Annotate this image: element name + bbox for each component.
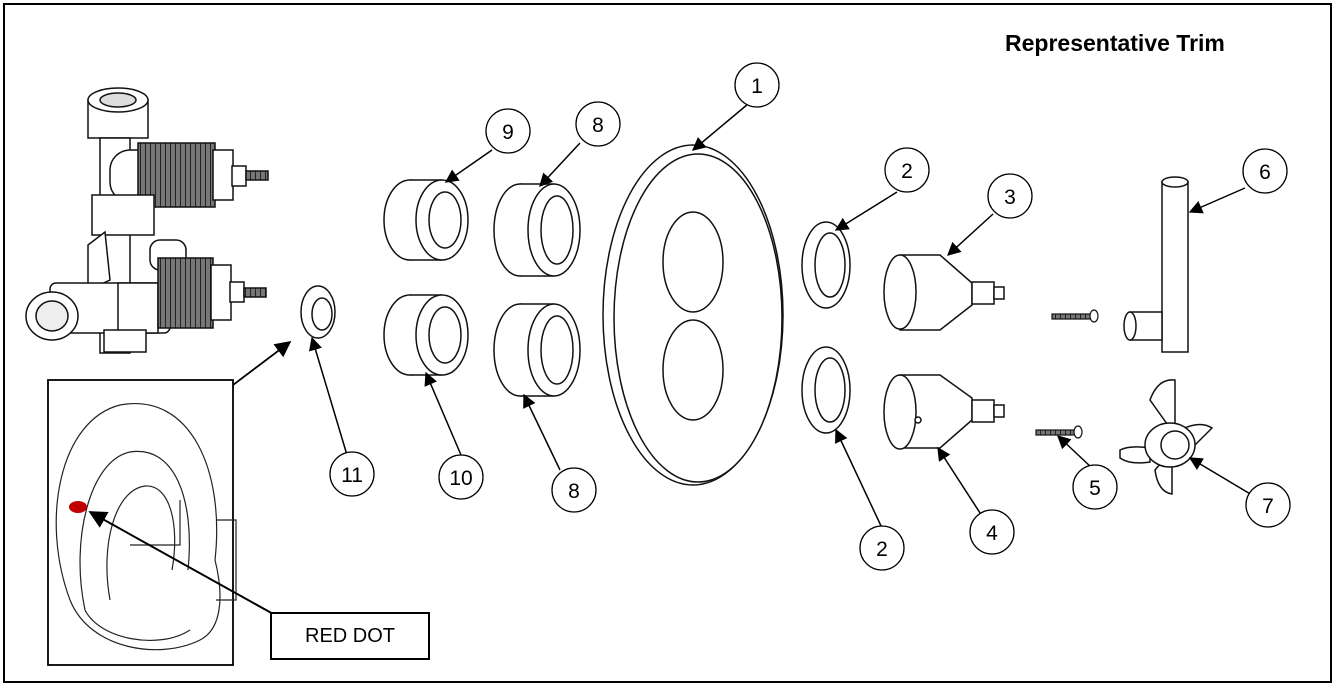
diagram-frame [3, 3, 1332, 683]
callout-6: 6 [1242, 148, 1288, 194]
callout-11-label: 11 [341, 464, 363, 487]
red-dot [69, 501, 87, 513]
callout-6-label: 6 [1259, 161, 1271, 184]
callout-2-upper-label: 2 [901, 160, 913, 183]
red-dot-label: RED DOT [270, 612, 430, 660]
callout-4-label: 4 [986, 522, 998, 545]
sleeves [383, 179, 581, 397]
callout-3-label: 3 [1004, 186, 1016, 209]
callout-4: 4 [969, 509, 1015, 555]
part-6-lever [1123, 176, 1189, 353]
part-5-screws [1035, 309, 1099, 439]
inset-detail [47, 341, 292, 666]
callout-10-label: 10 [449, 467, 472, 490]
callout-bubbles: 1 2 2 3 4 5 6 7 8 8 9 10 11 [329, 62, 1291, 571]
part-1-escutcheon [602, 144, 784, 486]
callout-2-upper: 2 [884, 147, 930, 193]
callout-7: 7 [1245, 482, 1291, 528]
callout-1: 1 [734, 62, 780, 108]
callout-7-label: 7 [1262, 495, 1274, 518]
part-7-cross-handle [1119, 379, 1214, 495]
callout-9-label: 9 [502, 121, 514, 144]
part-2-rings [801, 221, 851, 434]
part-3-4-adapters [883, 254, 1005, 450]
callout-11: 11 [329, 451, 375, 497]
leader-lines [309, 103, 1253, 529]
callout-2-lower: 2 [859, 525, 905, 571]
callout-2-lower-label: 2 [876, 538, 888, 561]
callout-5-label: 5 [1089, 477, 1101, 500]
callout-10: 10 [438, 454, 484, 500]
part-11-ring [300, 285, 336, 339]
callout-1-label: 1 [751, 75, 763, 98]
callout-8-lower: 8 [551, 467, 597, 513]
callout-5: 5 [1072, 464, 1118, 510]
callout-3: 3 [987, 173, 1033, 219]
callout-8-upper: 8 [575, 101, 621, 147]
diagram-title: Representative Trim [1005, 30, 1225, 56]
valve-body [25, 87, 269, 354]
callout-8-lower-label: 8 [568, 480, 580, 503]
callout-8-upper-label: 8 [592, 114, 604, 137]
callout-9: 9 [485, 108, 531, 154]
